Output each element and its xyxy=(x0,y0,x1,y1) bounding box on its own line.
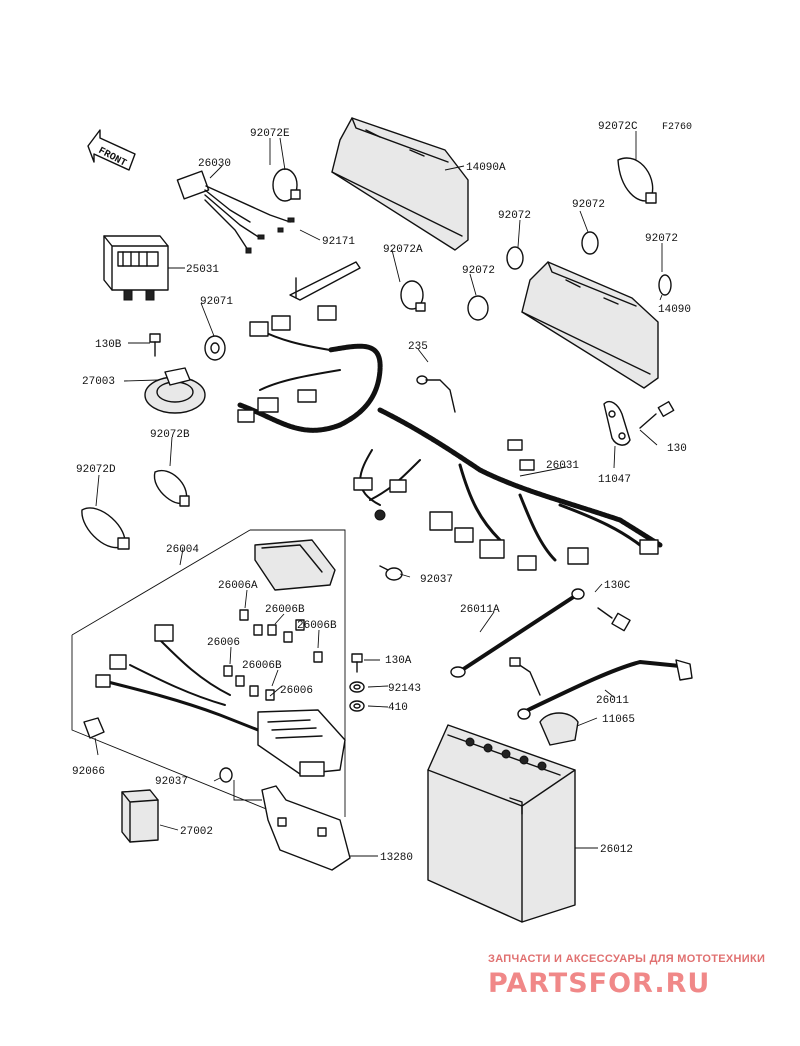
label-26006B-right: 26006B xyxy=(297,620,337,632)
label-130C: 130C xyxy=(604,580,631,592)
label-92072C: 92072C xyxy=(598,121,638,133)
label-26006A: 26006A xyxy=(218,580,258,592)
label-26006-left: 26006 xyxy=(207,637,240,649)
main-harness-26031 xyxy=(237,305,663,571)
washer-410 xyxy=(349,700,365,712)
relay-27002 xyxy=(121,789,159,843)
label-92072E: 92072E xyxy=(250,128,290,140)
bolt-130 xyxy=(639,400,675,429)
cover-14090 xyxy=(521,261,659,389)
label-92037-lower: 92037 xyxy=(155,776,188,788)
label-235: 235 xyxy=(408,341,428,353)
label-13280: 13280 xyxy=(380,852,413,864)
clamp-92072-1 xyxy=(506,246,524,270)
label-26012: 26012 xyxy=(600,844,633,856)
clamp-92072D xyxy=(81,507,130,550)
label-26031: 26031 xyxy=(546,460,579,472)
clamp-92072B xyxy=(153,469,190,507)
clamp-92072-2 xyxy=(581,231,599,255)
watermark-logo: PARTSFOR.RU xyxy=(488,968,710,999)
grommet-92071 xyxy=(204,335,226,361)
clamp-92037-lower xyxy=(219,767,233,783)
label-14090A: 14090A xyxy=(466,162,506,174)
label-26006B-top: 26006B xyxy=(265,604,305,616)
hour-meter-25031 xyxy=(103,235,169,301)
label-92037-upper: 92037 xyxy=(420,574,453,586)
label-92072A: 92072A xyxy=(383,244,423,256)
clamp-92072A xyxy=(400,280,426,312)
label-92072-mid: 92072 xyxy=(462,265,495,277)
watermark-tagline: ЗАПЧАСТИ И АКСЕССУАРЫ ДЛЯ МОТОТЕХНИКИ xyxy=(488,953,765,965)
label-92071: 92071 xyxy=(200,296,233,308)
clamp-92072E xyxy=(272,168,301,202)
bracket-11047 xyxy=(603,400,631,446)
label-92072-top-right: 92072 xyxy=(572,199,605,211)
leader-lines xyxy=(94,131,663,857)
battery-cable-26011A xyxy=(450,588,585,678)
label-92143: 92143 xyxy=(388,683,421,695)
grommet-92066 xyxy=(83,717,105,739)
label-410: 410 xyxy=(388,702,408,714)
label-11047: 11047 xyxy=(598,474,631,486)
label-130A: 130A xyxy=(385,655,412,667)
fuse-box-group-26004 xyxy=(71,529,346,831)
cover-14090A xyxy=(331,117,469,251)
label-26011A: 26011A xyxy=(460,604,500,616)
bolt-130A xyxy=(351,653,363,673)
label-27002: 27002 xyxy=(180,826,213,838)
bracket-92171 xyxy=(289,261,361,301)
label-26004: 26004 xyxy=(166,544,199,556)
label-26006-mid: 26006 xyxy=(280,685,313,697)
label-92171: 92171 xyxy=(322,236,355,248)
front-arrow-icon: FRONT xyxy=(87,129,136,171)
battery-cable-26011 xyxy=(509,657,693,720)
connector-26030 xyxy=(176,170,295,254)
clamp-92072-3 xyxy=(467,295,489,321)
clamp-92072-4 xyxy=(658,274,672,296)
clamp-92072C xyxy=(617,157,657,204)
bolt-130B xyxy=(149,333,161,357)
label-92072B: 92072B xyxy=(150,429,190,441)
label-14090: 14090 xyxy=(658,304,691,316)
label-130B: 130B xyxy=(95,339,122,351)
figure-code: F2760 xyxy=(662,122,692,133)
horn-27003 xyxy=(144,367,206,414)
label-92072D: 92072D xyxy=(76,464,116,476)
label-92072-top-center: 92072 xyxy=(498,210,531,222)
label-27003: 27003 xyxy=(82,376,115,388)
label-11065: 11065 xyxy=(602,714,635,726)
bracket-13280 xyxy=(233,780,351,871)
clamp-92037-upper xyxy=(379,565,403,581)
washer-92143 xyxy=(349,681,365,693)
battery-26012 xyxy=(427,724,576,923)
label-26011: 26011 xyxy=(596,695,629,707)
label-26030: 26030 xyxy=(198,158,231,170)
screw-235 xyxy=(416,375,456,413)
label-26006B-mid: 26006B xyxy=(242,660,282,672)
bolt-130C xyxy=(597,607,631,632)
terminal-cap-11065 xyxy=(539,712,579,746)
label-25031: 25031 xyxy=(186,264,219,276)
label-130: 130 xyxy=(667,443,687,455)
label-92066: 92066 xyxy=(72,766,105,778)
label-92072-right: 92072 xyxy=(645,233,678,245)
